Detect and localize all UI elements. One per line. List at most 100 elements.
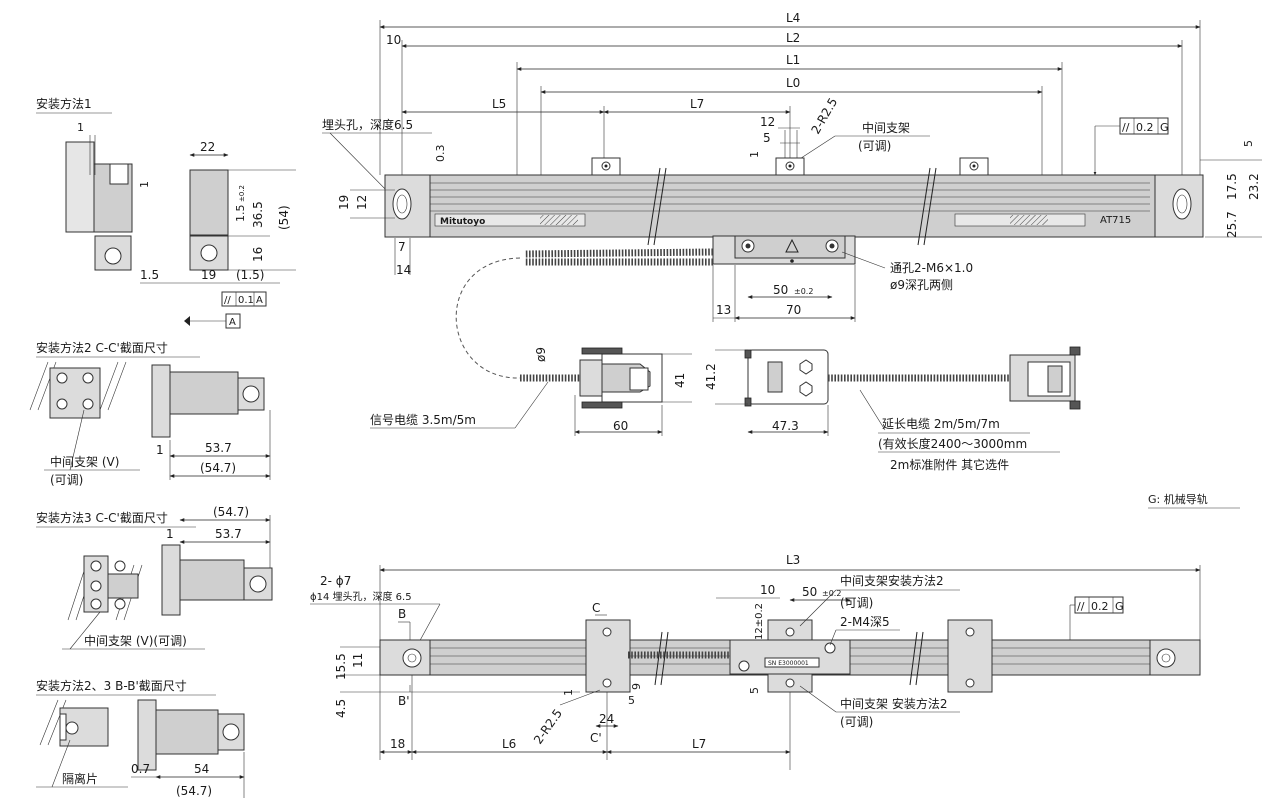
main-view: L4 L2 L1 L0 L5 L7 10 12 5 2-R2.5 1 埋头孔，深… [322,11,1262,509]
bottom-d12: 12±0.2 [754,603,765,640]
dim-19: 19 [337,195,351,210]
m2-d547: (54.7) [200,461,236,475]
std-opt-label: 2m标准附件 其它选件 [890,457,1009,472]
tol-50: ±0.2 [794,287,813,296]
bottom-d5b: 5 [748,687,761,694]
signal-cable [524,248,714,258]
dim-257: 25.7 [1225,211,1239,238]
bottom-holes: 2- ϕ7 [320,574,351,588]
bottom-C: C [592,601,600,615]
bottom-adj: (可调) [840,596,873,610]
dim-50: 50 [773,283,788,297]
left-mount-hole [392,188,412,220]
label-L7: L7 [690,97,704,111]
bottom-L3: L3 [786,553,800,567]
m1-tol: ±0.2 [238,185,246,202]
m1-d15b: 1.5 [140,268,159,282]
countersink-label: 埋头孔，深度6.5 [322,117,413,132]
m1-d19: 19 [201,268,216,282]
bottom-mount2b: 中间支架 安装方法2 [840,696,947,711]
right-mount-hole [1172,188,1192,220]
m1-datumA: A [256,295,263,306]
m1-d22: 22 [200,140,215,154]
m23-spacer: 隔离片 [62,771,98,786]
bottom-d5: 5 [628,694,635,707]
scale-body [384,174,1204,238]
ext-connector-right [1009,346,1081,410]
m3-d537: 53.7 [215,527,242,541]
label-L0: L0 [786,76,800,90]
label-L5: L5 [492,97,506,111]
m1-d1: 1 [77,121,84,134]
dim-12: 12 [760,115,775,129]
m3-bracket: 中间支架 (V)(可调) [84,633,187,648]
bottom-m4: 2-M4深5 [840,615,890,629]
mount-method-2: 安装方法2 C-C'截面尺寸 中间支架 (V) (可调) 1 53.7 (54.… [29,340,271,487]
svg-text://: // [224,295,231,306]
guide-label: G: 机械导轨 [1148,492,1208,506]
m1-d16: 16 [251,247,265,262]
mid-bracket-label: 中间支架 [862,120,910,135]
tol-datum: G [1160,121,1169,134]
m2-d537: 53.7 [205,441,232,455]
dim-10-label: 10 [386,33,401,47]
dim-70: 70 [786,303,801,317]
m1-d54: (54) [277,205,291,230]
bottom-d155: 15.5 [334,653,348,680]
m1-tol01: 0.1 [238,295,254,306]
mount-method-3: 安装方法3 C-C'截面尺寸 (54.7) 1 53.7 中间支架 (V)(可调… [36,505,273,650]
dim-14: 14 [396,263,411,277]
m2-title: 安装方法2 C-C'截面尺寸 [36,340,168,355]
bottom-d18: 18 [390,737,405,751]
m1-d1b: 1 [138,181,151,188]
label-L2: L2 [786,31,800,45]
bottom-tol-datum: G [1115,600,1124,613]
m2-bracket: 中间支架 (V) [50,454,119,469]
dim-r25: 2-R2.5 [808,95,840,136]
svg-text://: // [1077,600,1085,613]
brand: Mitutoyo [440,217,485,227]
dim-232: 23.2 [1247,173,1261,200]
m2-d1: 1 [156,443,164,457]
dim-473: 47.3 [772,419,799,433]
bottom-view: L3 2- ϕ7 ϕ14 埋头孔，深度 6.5 SN E3000001 B [310,553,1201,770]
dim-1: 1 [748,151,761,158]
mount-method-23: 安装方法2、3 B-B'截面尺寸 隔离片 0.7 54 (54.7) [36,678,245,798]
ext-cable-label: 延长电缆 2m/5m/7m [882,417,1000,431]
dim-7: 7 [398,240,406,254]
bottom-d45: 4.5 [334,699,348,718]
dim-60: 60 [613,419,628,433]
m23-d547: (54.7) [176,784,212,798]
bottom-d24: 24 [599,712,614,726]
m1-title: 安装方法1 [36,96,92,111]
dim-41: 41 [673,373,687,388]
bottom-Cp: C' [590,731,602,745]
svg-text://: // [1122,121,1130,134]
bottom-tol-value: 0.2 [1091,600,1109,613]
bottom-adj2: (可调) [840,715,873,729]
bottom-d1: 1 [562,689,575,696]
mount-method-1: 安装方法1 1 1 22 1.5 ±0.2 36.5 (54) 16 1.5 1… [36,96,296,329]
connector-left [579,347,663,409]
bracket-right [959,157,989,176]
tol-value: 0.2 [1136,121,1154,134]
dim-5: 5 [763,131,771,145]
dim-5-right: 5 [1242,140,1255,147]
dim-12b: 12 [355,195,369,210]
thru-hole-label: 通孔2-M6×1.0 [890,261,973,275]
ext-connector-left [744,349,829,407]
eff-length-label: (有效长度2400～3000mm [878,436,1027,451]
bottom-tol02: ±0.2 [822,589,841,598]
bottom-r25: 2-R2.5 [531,706,565,746]
read-head [712,235,856,265]
m3-d547: (54.7) [213,505,249,519]
bottom-d11: 11 [351,653,365,668]
bracket-center [775,157,805,176]
bottom-L7: L7 [692,737,706,751]
m23-title: 安装方法2、3 B-B'截面尺寸 [36,678,187,693]
m23-d54: 54 [194,762,209,776]
dim-412: 41.2 [704,363,718,390]
label-L4: L4 [786,11,800,25]
bottom-sn: SN E3000001 [768,660,809,667]
